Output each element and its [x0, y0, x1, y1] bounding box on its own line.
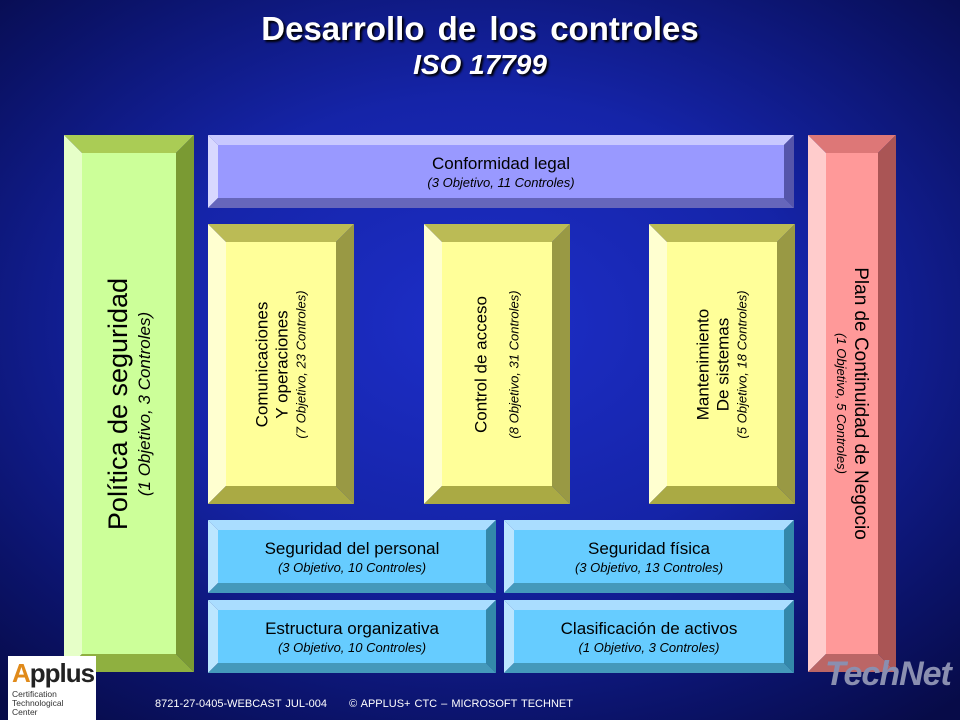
fisica-label: Seguridad física [588, 538, 710, 558]
mantenimiento-line2: De sistemas [713, 317, 733, 411]
clasificacion-label: Clasificación de activos [560, 618, 738, 638]
personal-bevel [208, 520, 496, 593]
clasificacion-bevel [504, 600, 794, 673]
personal-label: Seguridad del personal [264, 538, 440, 558]
footer-code: 8721-27-0405-WEBCAST JUL-004 [155, 698, 327, 710]
personal-box: Seguridad del personal (3 Objetivo, 10 C… [218, 530, 486, 583]
conformidad-sub: (3 Objetivo, 11 Controles) [427, 174, 575, 190]
plan-bevel [808, 135, 896, 672]
plan-box: Plan de Continuidad de Negocio (1 Objeti… [826, 153, 878, 654]
footer-copyright: © APPLUS+ CTC – MICROSOFT TECHNET [349, 698, 573, 710]
control-sub: (8 Objetivo, 31 Controles) [506, 289, 522, 439]
applus-tag-line3: Center [12, 707, 38, 717]
plan-sub: (1 Objetivo, 5 Controles) [833, 333, 849, 474]
personal-sub: (3 Objetivo, 10 Controles) [277, 559, 427, 575]
politica-box: Política de seguridad (1 Objetivo, 3 Con… [82, 153, 176, 654]
conformidad-box: Conformidad legal (3 Objetivo, 11 Contro… [218, 145, 784, 198]
mantenimiento-sub: (5 Objetivo, 18 Controles) [734, 289, 750, 439]
title-block: Desarrollo de los controles ISO 17799 [0, 10, 960, 82]
conformidad-bevel [208, 135, 794, 208]
fisica-bevel [504, 520, 794, 593]
mantenimiento-box: Mantenimiento De sistemas (5 Objetivo, 1… [667, 242, 777, 486]
estructura-box: Estructura organizativa (3 Objetivo, 10 … [218, 610, 486, 663]
comunicaciones-sub: (7 Objetivo, 23 Controles) [293, 289, 309, 439]
politica-label: Política de seguridad [103, 277, 134, 530]
mantenimiento-line1: Mantenimiento [693, 308, 713, 420]
clasificacion-box: Clasificación de activos (1 Objetivo, 3 … [514, 610, 784, 663]
control-box: Control de acceso (8 Objetivo, 31 Contro… [442, 242, 552, 486]
politica-bevel [64, 135, 194, 672]
mantenimiento-bevel [649, 224, 795, 504]
page-subtitle: ISO 17799 [413, 49, 547, 80]
applus-brand-a: A [12, 658, 31, 688]
control-bevel [424, 224, 570, 504]
clasificacion-sub: (1 Objetivo, 3 Controles) [578, 639, 720, 655]
applus-tag-line1: Certification [12, 689, 57, 699]
comunicaciones-line2: Y operaciones [272, 309, 292, 419]
page-title: Desarrollo de los controles [261, 10, 699, 47]
estructura-bevel [208, 600, 496, 673]
technet-logo: TechNet [825, 655, 952, 693]
applus-brand: Applus [12, 658, 95, 689]
fisica-box: Seguridad física (3 Objetivo, 13 Control… [514, 530, 784, 583]
estructura-sub: (3 Objetivo, 10 Controles) [277, 639, 427, 655]
fisica-sub: (3 Objetivo, 13 Controles) [574, 559, 724, 575]
comunicaciones-box: Comunicaciones Y operaciones (7 Objetivo… [226, 242, 336, 486]
applus-tagline: Certification Technological Center [12, 690, 64, 717]
applus-tag-line2: Technological [12, 698, 64, 708]
comunicaciones-line1: Comunicaciones [252, 301, 272, 427]
comunicaciones-bevel [208, 224, 354, 504]
footer: 8721-27-0405-WEBCAST JUL-004 © APPLUS+ C… [155, 698, 591, 710]
politica-sub: (1 Objetivo, 3 Controles) [135, 311, 155, 496]
applus-logo: Applus Certification Technological Cente… [8, 656, 96, 720]
applus-brand-rest: pplus [29, 658, 95, 688]
estructura-label: Estructura organizativa [265, 618, 439, 638]
conformidad-label: Conformidad legal [432, 153, 570, 173]
plan-label: Plan de Continuidad de Negocio [849, 267, 871, 540]
control-label: Control de acceso [471, 295, 491, 433]
